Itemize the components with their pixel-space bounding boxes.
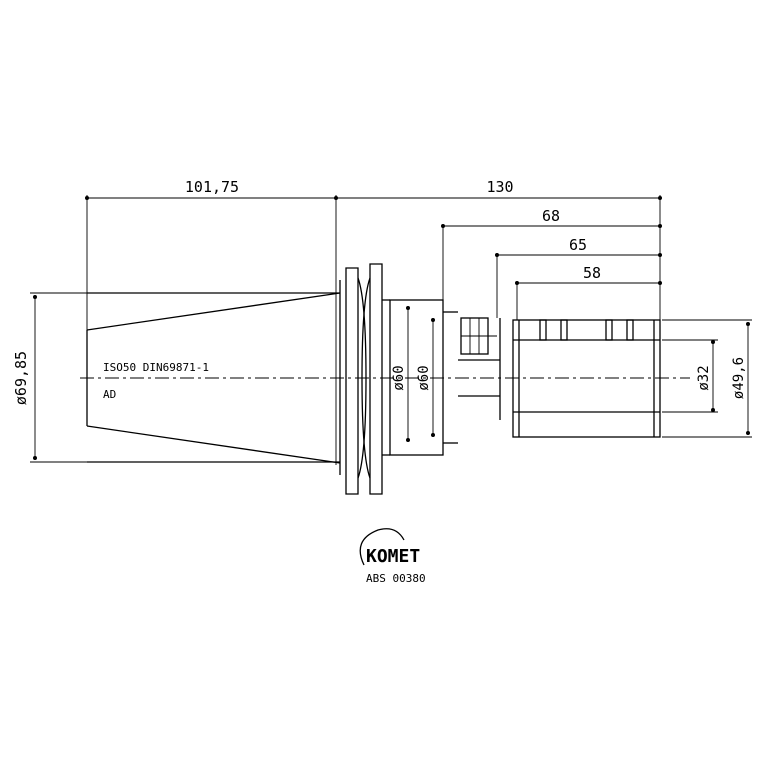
- komet-logo: KOMET ABS 00380: [359, 528, 426, 585]
- dim-65: 65: [569, 236, 587, 254]
- dimension-labels: 101,75 130 68 65 58 ø69,85 ø60 ø60 ø32 ø…: [12, 178, 747, 405]
- collar: [389, 299, 458, 456]
- dim-101-75: 101,75: [185, 178, 239, 196]
- dim-130: 130: [486, 178, 513, 196]
- flange: [339, 263, 390, 495]
- logo-brand: KOMET: [366, 546, 420, 567]
- spec-label: ISO50 DIN69871-1: [103, 361, 209, 374]
- set-screw: [458, 317, 501, 420]
- dim-58: 58: [583, 264, 601, 282]
- dim-68: 68: [542, 207, 560, 225]
- dim-d60-b: ø60: [416, 365, 432, 390]
- collet-body: [512, 319, 661, 438]
- taper-shank: [86, 292, 341, 464]
- ad-label: AD: [103, 388, 116, 401]
- dim-d49-6: ø49,6: [731, 357, 747, 399]
- dim-d32: ø32: [696, 365, 712, 390]
- logo-code: ABS 00380: [366, 572, 426, 585]
- dim-left-diameter: ø69,85: [12, 351, 30, 405]
- dim-d60-a: ø60: [391, 365, 407, 390]
- dimension-lines: [30, 195, 752, 465]
